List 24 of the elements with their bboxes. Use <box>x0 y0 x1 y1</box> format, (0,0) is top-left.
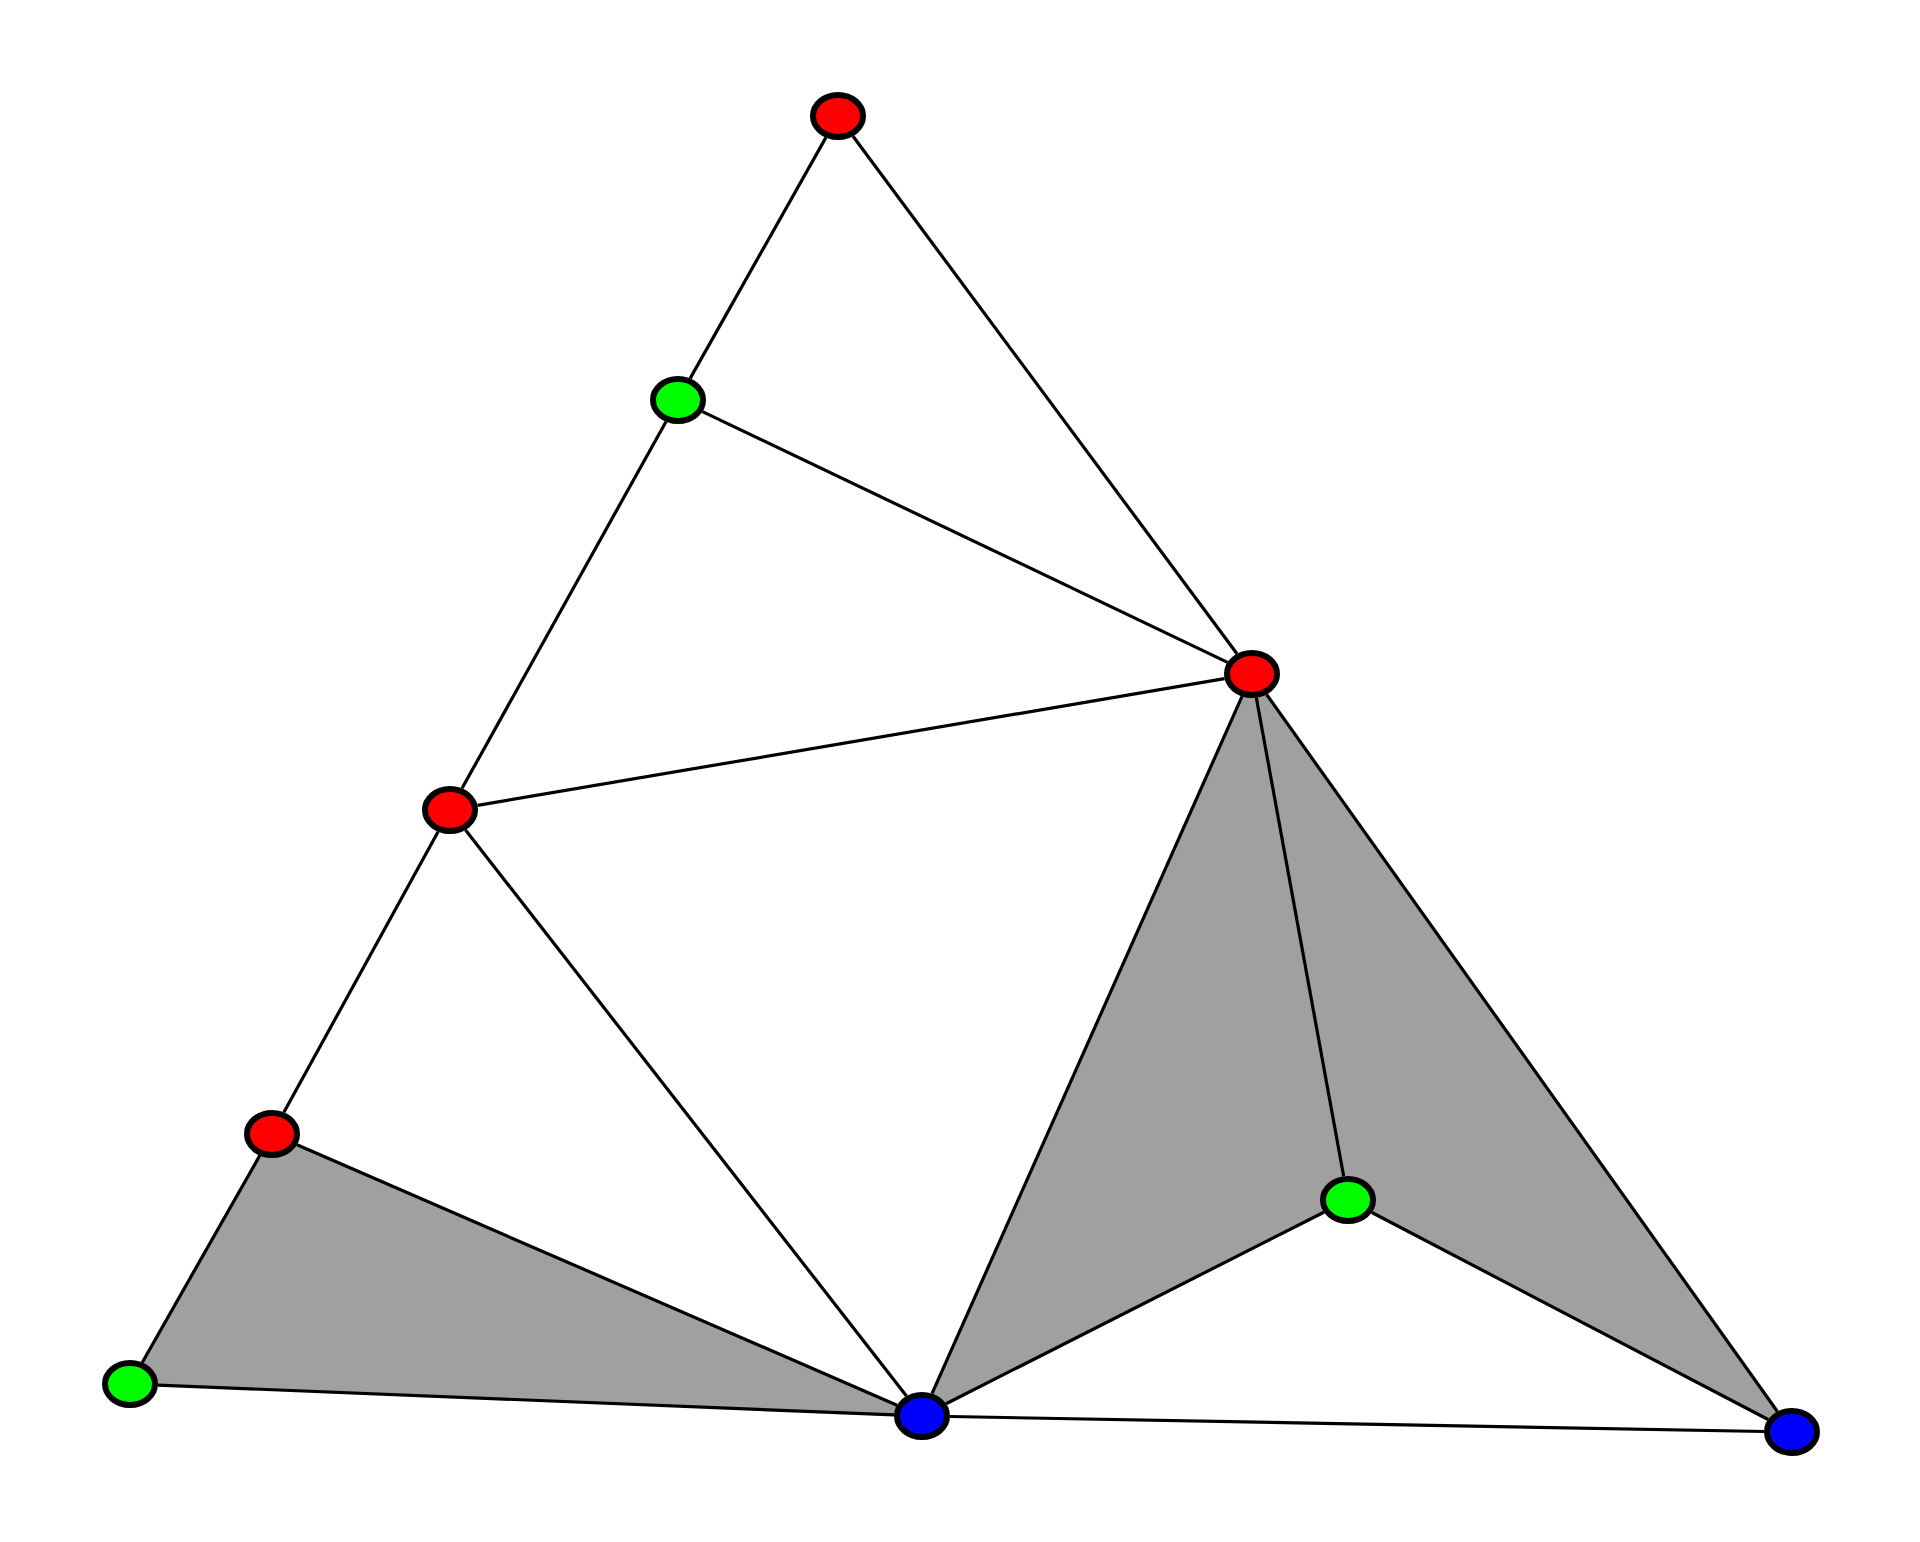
graph-edge <box>945 1210 1325 1406</box>
vertex-circle <box>1224 650 1280 698</box>
vertex-circle <box>894 1392 950 1440</box>
graph-edge <box>688 136 828 380</box>
graph-edge <box>464 828 908 1398</box>
vertex-circle <box>650 376 706 424</box>
graph-edge <box>296 1143 898 1407</box>
graph-edge <box>460 420 668 790</box>
vertex-circle <box>102 1360 158 1408</box>
graph-edge <box>949 1414 1765 1434</box>
graph-edge <box>1254 697 1346 1177</box>
graph-edge <box>477 677 1225 807</box>
vertex-circle <box>810 92 866 140</box>
graph-edge <box>1371 1211 1769 1421</box>
vertex-circle <box>244 1110 300 1158</box>
vertex-circle <box>422 786 478 834</box>
graph-edge <box>282 830 440 1114</box>
graph-edge <box>140 1154 262 1364</box>
vertex-circle <box>1764 1408 1820 1456</box>
vertex-circle <box>1320 1176 1376 1224</box>
graph-edge <box>930 695 1244 1395</box>
graph-edge <box>851 135 1239 655</box>
graph-edge <box>701 410 1229 664</box>
graph-edge <box>157 1383 895 1417</box>
